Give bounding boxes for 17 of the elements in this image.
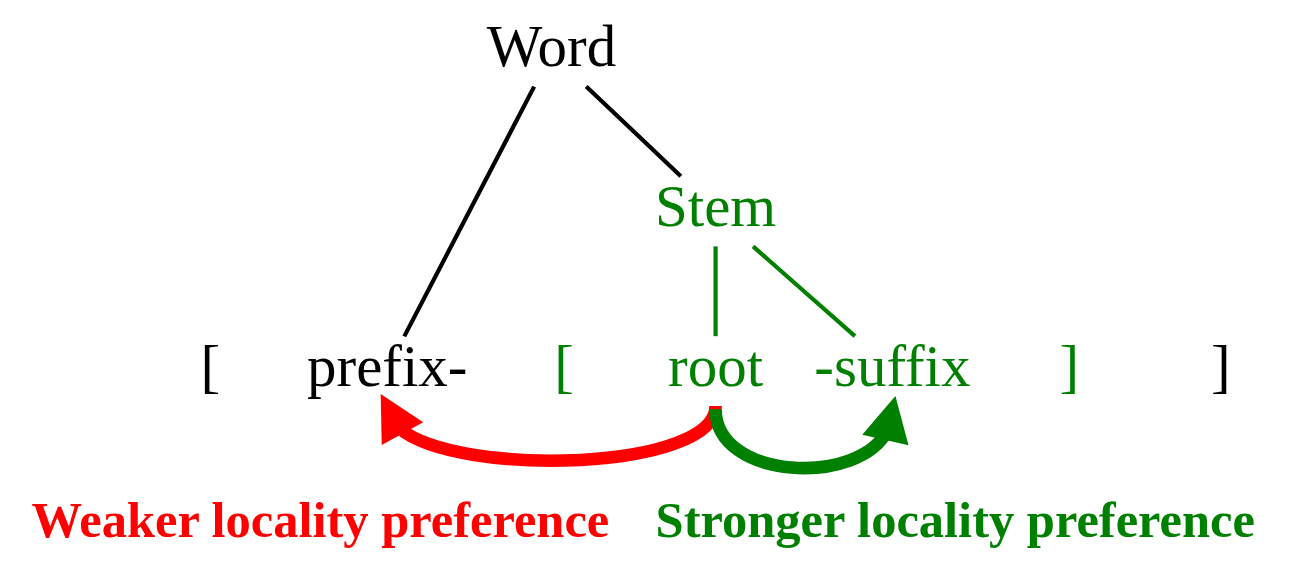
label: Stronger locality preference (655, 491, 1255, 548)
label: ] (1059, 332, 1080, 399)
label: ] (1210, 332, 1231, 399)
node-text: Word (486, 12, 617, 79)
node-text: prefix- (307, 332, 468, 399)
connector (584, 84, 683, 178)
connector (751, 244, 857, 338)
label: [ (200, 332, 221, 399)
label: Weaker locality preference (31, 491, 610, 548)
connector (713, 246, 718, 337)
arrow (380, 394, 722, 467)
connector (402, 85, 537, 338)
label: [ (554, 332, 574, 399)
node-text: Stem (655, 172, 777, 239)
arrow (709, 395, 909, 475)
node-text: -suffix (814, 332, 971, 399)
node-text: root (668, 332, 764, 399)
